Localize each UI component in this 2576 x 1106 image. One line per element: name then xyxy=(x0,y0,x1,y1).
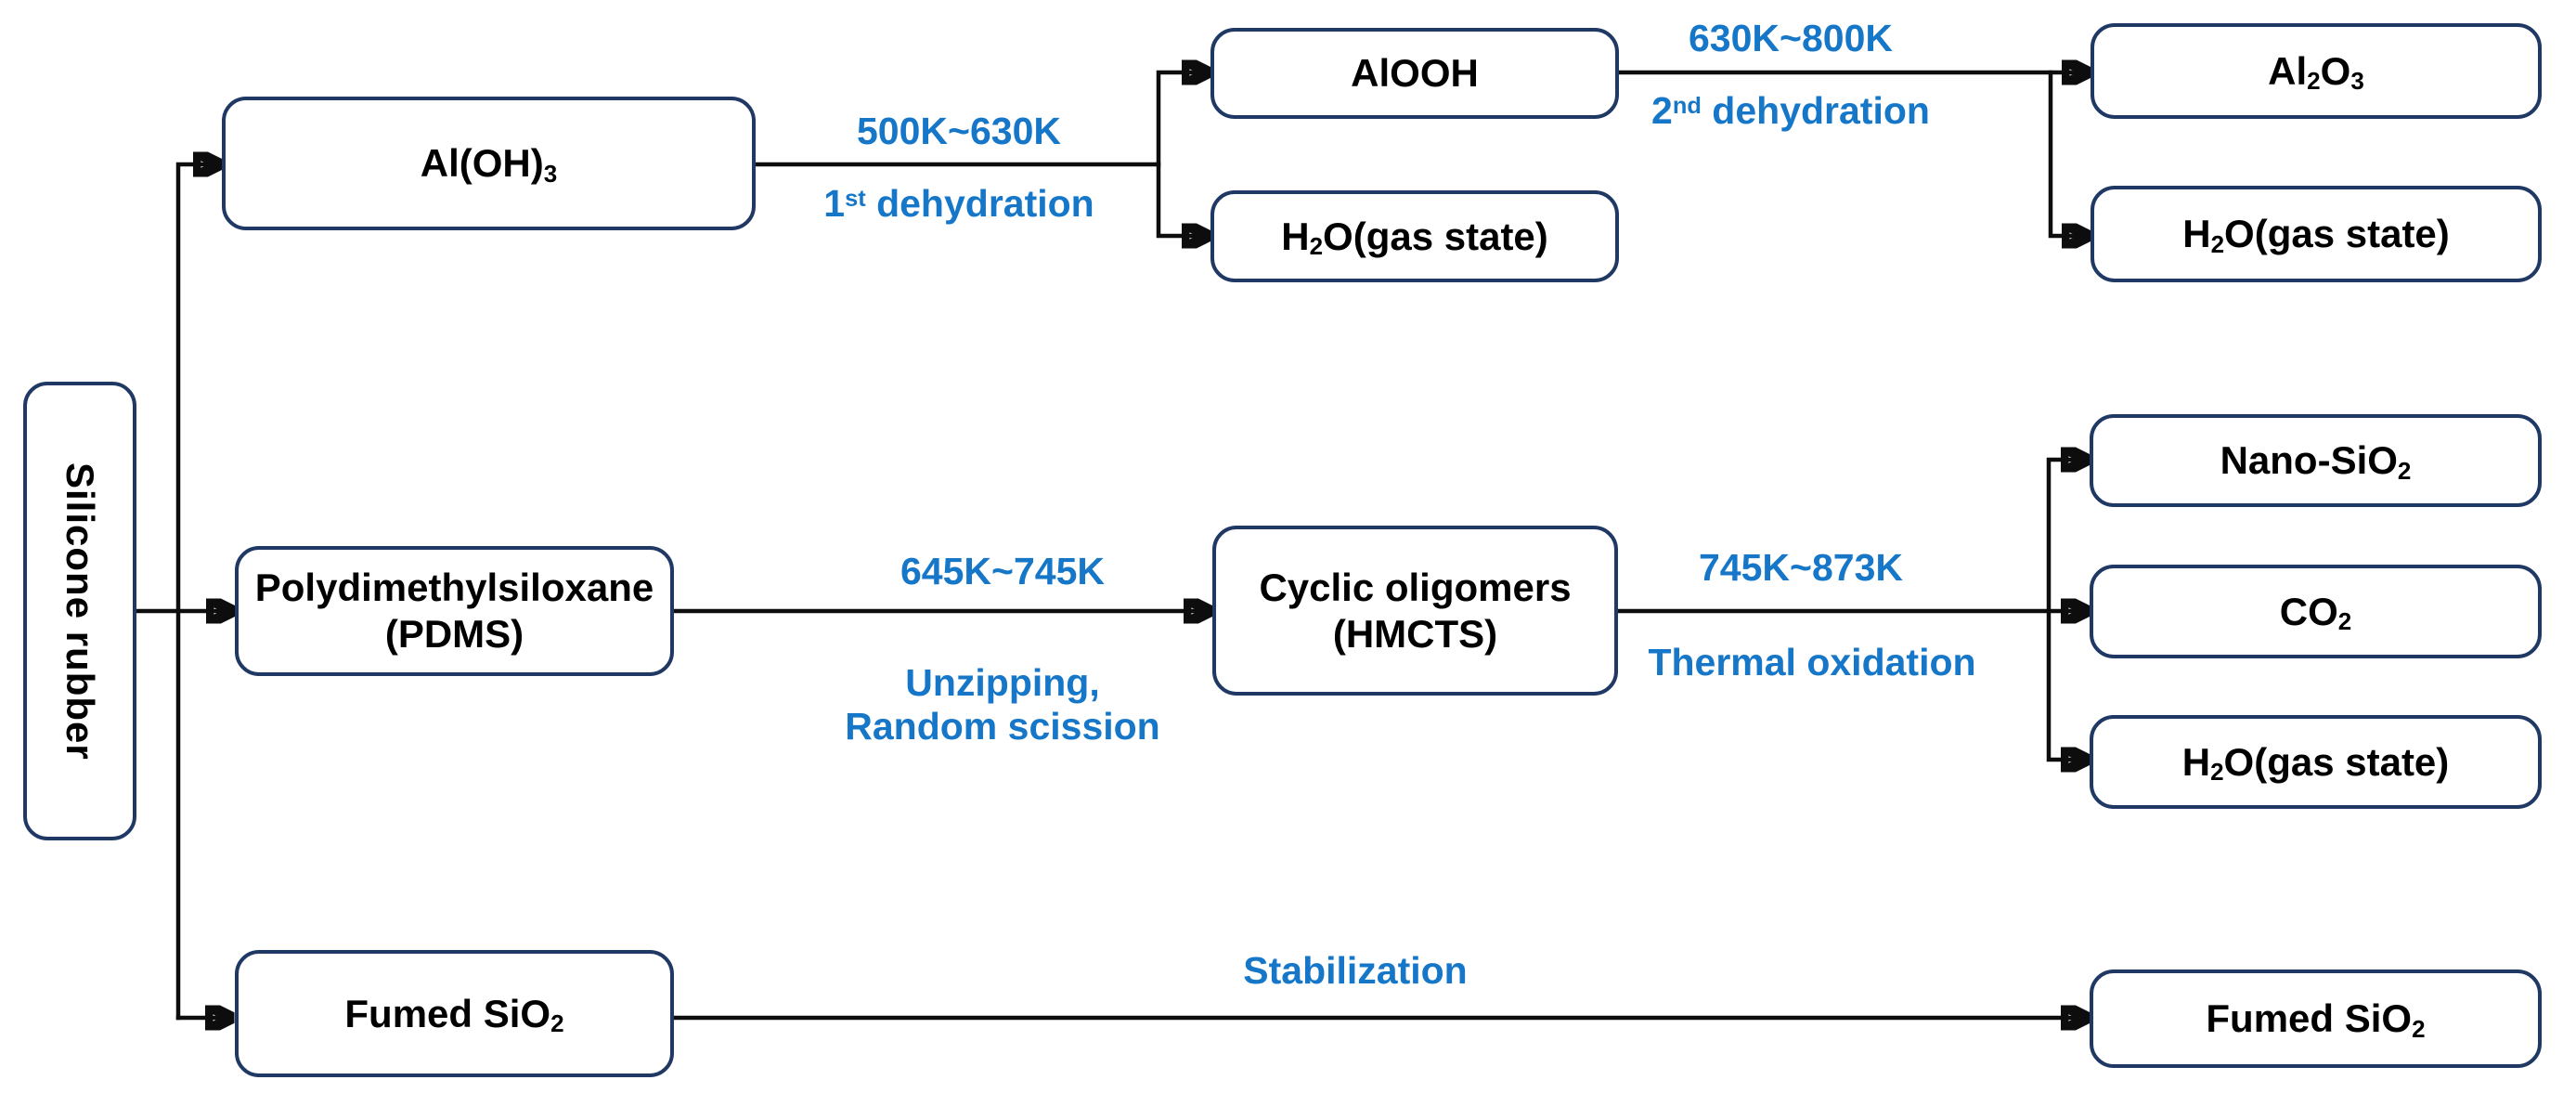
connector-branch-to-nano xyxy=(2046,460,2087,614)
label-unzipping-process: Unzipping,Random scission xyxy=(845,661,1160,748)
node-h2o-second-label: H2O(gas state) xyxy=(2182,212,2450,258)
node-fumed-sio2-out: Fumed SiO2 xyxy=(2090,969,2542,1068)
node-co2-label: CO2 xyxy=(2279,589,2352,636)
node-alooh: AlOOH xyxy=(1210,28,1619,119)
connector-trunk-to-aloh3 xyxy=(175,164,219,1021)
label-thermal-oxidation-temperature: 745K~873K xyxy=(1699,546,1903,589)
node-hmcts: Cyclic oligomers(HMCTS) xyxy=(1212,526,1618,696)
node-alooh-label: AlOOH xyxy=(1351,51,1479,96)
label-thermal-oxidation-process: Thermal oxidation xyxy=(1648,641,1976,683)
node-h2o-third: H2O(gas state) xyxy=(2090,715,2542,809)
node-pdms-label: Polydimethylsiloxane(PDMS) xyxy=(254,566,654,656)
node-silicone-rubber: Silicone rubber xyxy=(23,382,136,840)
node-fumed-sio2-out-label: Fumed SiO2 xyxy=(2206,996,2426,1043)
label-unzipping-temperature: 645K~745K xyxy=(900,550,1105,592)
node-nano-sio2: Nano-SiO2 xyxy=(2090,414,2542,507)
connector-branch-to-h2o-third xyxy=(2046,608,2087,760)
node-hmcts-label: Cyclic oligomers(HMCTS) xyxy=(1259,565,1572,656)
node-fumed-sio2-in-label: Fumed SiO2 xyxy=(344,991,564,1038)
node-fumed-sio2-in: Fumed SiO2 xyxy=(235,950,674,1077)
label-dehydration1-process: 1st dehydration xyxy=(823,182,1094,225)
node-h2o-third-label: H2O(gas state) xyxy=(2181,739,2450,787)
node-silicone-rubber-label: Silicone rubber xyxy=(58,462,102,761)
node-h2o-second: H2O(gas state) xyxy=(2091,186,2542,282)
label-dehydration1-temperature: 500K~630K xyxy=(857,110,1061,152)
label-dehydration2-temperature: 630K~800K xyxy=(1689,17,1893,59)
node-nano-sio2-label: Nano-SiO2 xyxy=(2220,438,2412,485)
node-al2o3-label: Al2O3 xyxy=(2268,48,2364,96)
connector-split-alooh-h2o xyxy=(1156,72,1208,236)
node-al-oh3: Al(OH)3 xyxy=(222,97,756,230)
connector-branch-to-h2o-second xyxy=(2048,70,2088,236)
node-co2: CO2 xyxy=(2090,565,2542,658)
node-al-oh3-label: Al(OH)3 xyxy=(420,141,558,188)
label-stabilization-process: Stabilization xyxy=(1243,949,1468,992)
node-h2o-first: H2O(gas state) xyxy=(1210,190,1619,282)
node-h2o-first-label: H2O(gas state) xyxy=(1281,214,1548,261)
node-al2o3: Al2O3 xyxy=(2091,23,2542,119)
node-pdms: Polydimethylsiloxane(PDMS) xyxy=(235,546,674,676)
label-dehydration2-process: 2nd dehydration xyxy=(1651,89,1930,132)
